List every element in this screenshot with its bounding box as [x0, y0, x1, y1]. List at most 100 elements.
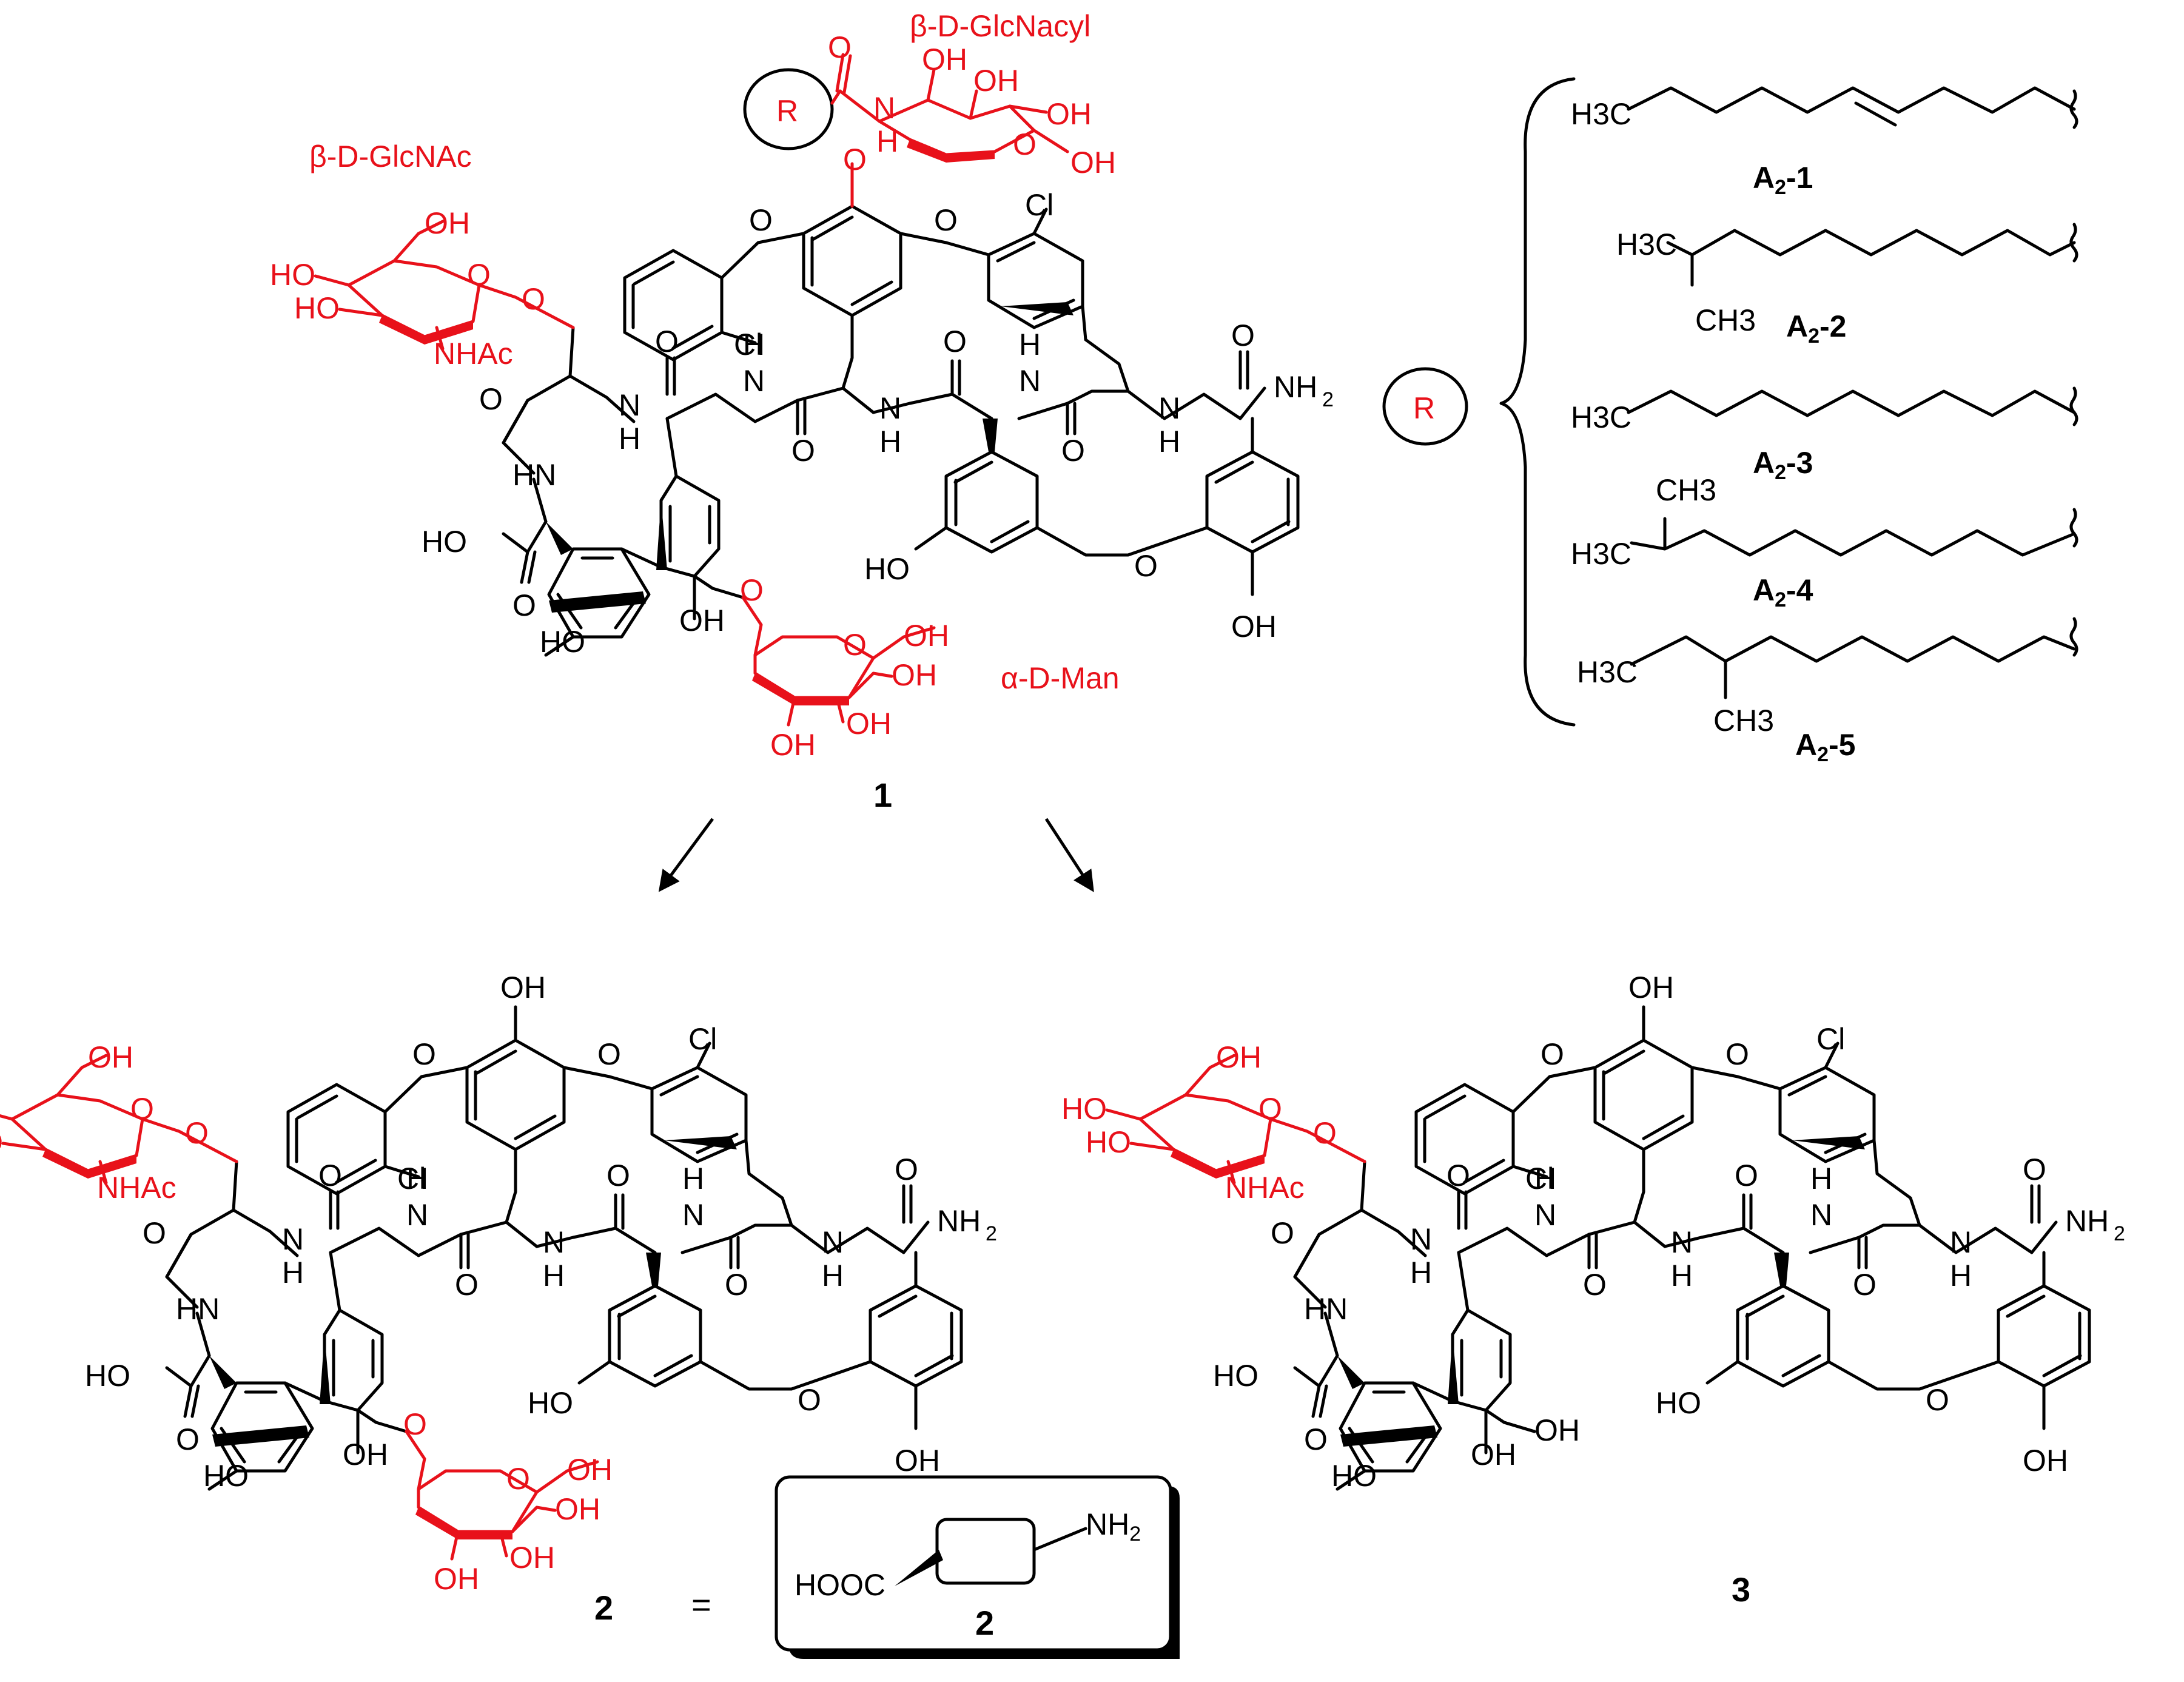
amide-h-5: H — [1158, 425, 1180, 459]
c3-co-2: O — [1446, 1159, 1470, 1193]
c3-ho-d: HO — [1331, 1459, 1377, 1493]
compound-1-atoms: O O O Cl Cl O NH 2 O O O O O O N H N H N… — [270, 30, 1334, 762]
c2-glcnac-ho-2: HO — [0, 1125, 3, 1159]
c3-n-3: N — [1671, 1225, 1693, 1259]
c2-nh2: NH — [937, 1204, 981, 1238]
a2-4-ch3: CH3 — [1656, 473, 1716, 507]
c2-h-4: H — [682, 1162, 704, 1196]
c3-n-4: N — [1810, 1198, 1832, 1232]
c3-cooh-o: O — [1304, 1422, 1328, 1456]
arrow-to-compound-3 — [1044, 818, 1094, 892]
c3-cooh-ho: HO — [1213, 1359, 1258, 1393]
glcnac-ho-1: HO — [270, 258, 315, 292]
c3-co-3: O — [1583, 1268, 1607, 1302]
c3-oh-e: OH — [1471, 1438, 1516, 1472]
o-link-glcnacyl: O — [843, 143, 867, 177]
box-cooh: HOOC — [795, 1568, 885, 1602]
man-oh-4: OH — [770, 728, 816, 762]
ho-ring-d: HO — [540, 625, 585, 659]
arrow-to-compound-2 — [658, 818, 714, 892]
carbonyl-o-5: O — [1061, 434, 1085, 468]
c3-n-1: N — [1410, 1222, 1432, 1256]
a2-1-h3c: H3C — [1571, 97, 1631, 131]
c2-cooh-ho: HO — [85, 1359, 130, 1393]
o-man-link: O — [740, 573, 764, 607]
carbonyl-o-1: O — [479, 382, 503, 416]
c2-oh-top: OH — [500, 971, 546, 1004]
mannose-sugar — [741, 596, 936, 727]
o-link-top-left: O — [749, 203, 773, 237]
glcnacyl-oh-2: OH — [973, 64, 1019, 98]
cooh-ho: HO — [422, 525, 467, 559]
a2-5-h3c: H3C — [1577, 655, 1638, 689]
a2-2-ch3: CH3 — [1695, 303, 1756, 337]
c2-glcnac-nhac: NHAc — [97, 1171, 176, 1205]
c2-o-man: O — [403, 1407, 427, 1441]
a2-1-label: A2-1 — [1753, 161, 1813, 199]
c2-cl-left: Cl — [397, 1162, 426, 1196]
c3-co-4: O — [1735, 1159, 1758, 1193]
glcnac-o-ring: O — [467, 258, 491, 292]
c2-glcnac-oh: OH — [88, 1040, 133, 1074]
c3-nh2: NH — [2065, 1204, 2109, 1238]
equals-sign: = — [691, 1586, 711, 1624]
c2-man-oh-1: OH — [567, 1453, 613, 1487]
c2-man-o: O — [506, 1462, 530, 1496]
glcnacyl-sugar — [743, 53, 1069, 208]
r-group-circle-label: R — [776, 94, 798, 128]
c3-co-5: O — [1853, 1268, 1877, 1302]
c3-co-6: O — [2023, 1152, 2046, 1186]
oh-ring-e: OH — [679, 604, 725, 637]
compound-3-label: 3 — [1732, 1570, 1750, 1609]
a2-3-label: A2-3 — [1753, 446, 1813, 484]
c2-co-1: O — [143, 1216, 166, 1250]
glcnac-oh-top: OH — [425, 206, 470, 240]
a2-2-h3c: H3C — [1616, 227, 1677, 261]
c2-cl-top: Cl — [688, 1022, 717, 1056]
c2-o-ether: O — [798, 1383, 821, 1417]
r-group-panel: R H3C A2-1 H3C CH3 A2-2 H3C A2-3 CH3 H3C… — [1382, 77, 2078, 766]
amide-n-2: N — [743, 364, 765, 398]
c3-o-right: O — [1725, 1037, 1749, 1071]
c3-hn: HN — [1304, 1292, 1348, 1326]
c3-n-2: N — [1534, 1198, 1556, 1232]
c3-cl-top: Cl — [1816, 1022, 1845, 1056]
c3-n-5: N — [1950, 1225, 1972, 1259]
o-ether-fg: O — [1134, 549, 1158, 583]
c2-n-3: N — [543, 1225, 565, 1259]
c2-o-right: O — [597, 1037, 621, 1071]
c2-hn: HN — [176, 1292, 220, 1326]
a2-3-h3c: H3C — [1571, 400, 1631, 434]
c2-h-3: H — [543, 1259, 565, 1293]
label-glcnac: β-D-GlcNAc — [309, 140, 472, 173]
man-o-ring: O — [843, 628, 867, 662]
man-oh-1: OH — [904, 619, 949, 653]
c2-oh-e: OH — [343, 1438, 388, 1472]
c2-ho-f: HO — [528, 1386, 573, 1420]
label-mannose: α-D-Man — [1001, 661, 1120, 695]
c2-glcnac-o: O — [130, 1092, 154, 1126]
c3-glcnac-ho-2: HO — [1086, 1125, 1131, 1159]
cl-top: Cl — [1025, 188, 1053, 222]
amide-n-5: N — [1158, 391, 1180, 425]
compound-3-structure: OH O O Cl Cl O NH 2 O O O O O O N H N H … — [1061, 971, 2125, 1493]
c2-co-5: O — [725, 1268, 748, 1302]
c3-o-left: O — [1541, 1037, 1564, 1071]
glcnacyl-oh-1: OH — [922, 42, 967, 76]
o-glcnac-link: O — [522, 282, 545, 316]
carbonyl-o-3: O — [791, 434, 815, 468]
a2-5-label: A2-5 — [1795, 728, 1856, 766]
c3-ho-f: HO — [1656, 1386, 1701, 1420]
glcnacyl-oh-3: OH — [1046, 97, 1092, 131]
label-glcnacyl: β-D-GlcNacyl — [910, 9, 1090, 43]
c3-glcnac-o: O — [1258, 1092, 1282, 1126]
c2-n-5: N — [822, 1225, 844, 1259]
c2-co-3: O — [455, 1268, 479, 1302]
tranexamic-box: HOOC NH2 2 — [774, 1475, 1180, 1659]
nh2-sub: 2 — [1322, 388, 1334, 411]
box-label: 2 — [975, 1604, 994, 1642]
c3-nh2-sub: 2 — [2114, 1222, 2125, 1245]
amide-n-1: N — [619, 388, 640, 422]
amide-h-2: H — [743, 328, 765, 362]
c2-man-oh-4: OH — [434, 1562, 479, 1596]
